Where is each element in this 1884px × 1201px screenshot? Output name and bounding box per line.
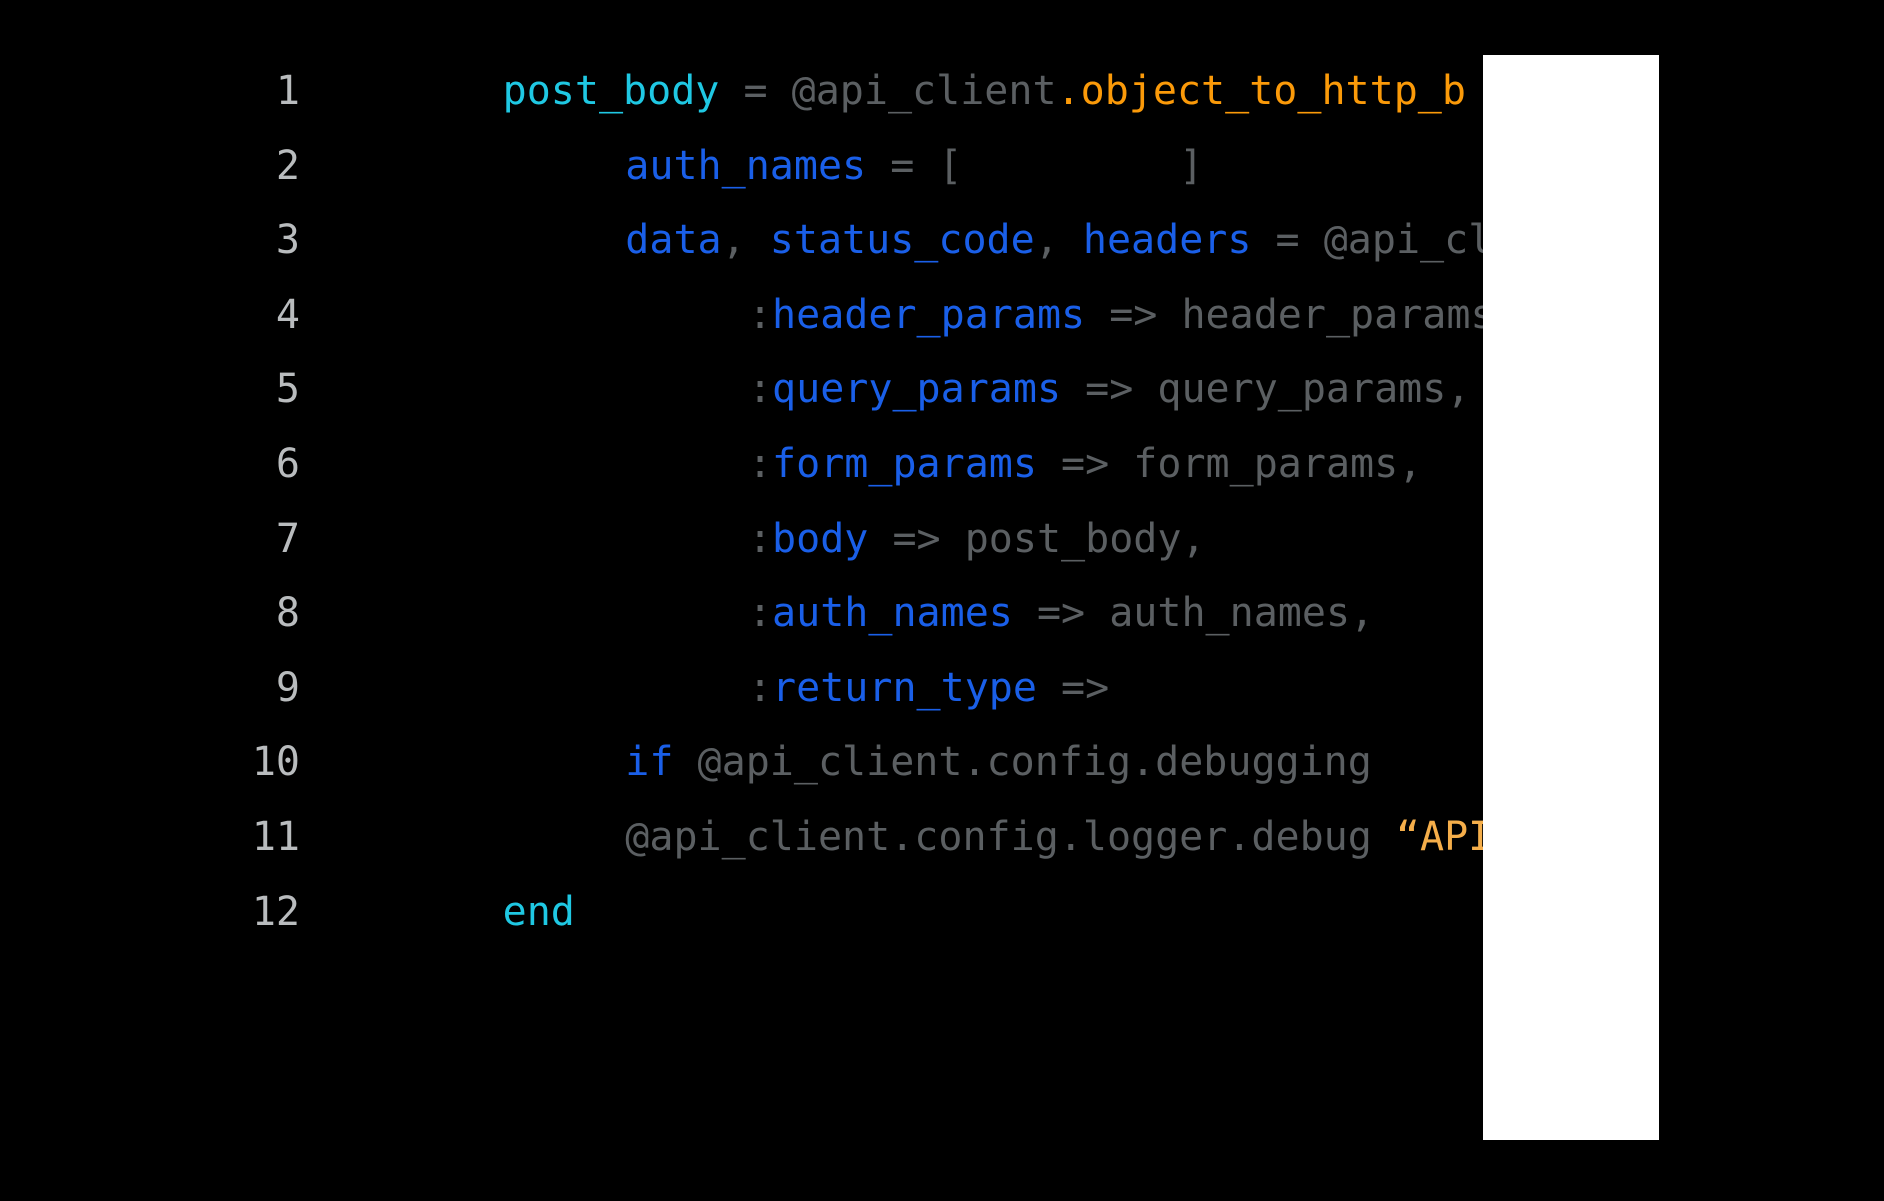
code-token-punct: : [747,664,773,711]
code-line-text: :header_params => header_params, [748,270,1519,360]
code-token-punct: , [1034,217,1083,264]
code-line-text: end [503,867,575,957]
code-token-plain: query_params, [1157,366,1471,413]
code-token-punct: : [747,366,773,413]
code-token-plain: @api_client.config.debugging [673,739,1372,786]
code-token-blue: auth_names [772,590,1013,637]
code-token-plain: header_params, [1181,291,1519,338]
code-line[interactable]: 1 post_body = @api_client.object_to_http_… [0,46,1884,136]
code-line[interactable]: 12 end [0,867,1884,957]
code-token-plain: auth_names, [1109,590,1375,637]
code-token-punct: : [747,515,773,562]
code-token-plain: => [1012,590,1110,637]
code-token-plain: => [1085,291,1182,338]
code-line-text: :return_type => 'CheckEntityChec [748,643,1519,733]
line-number: 4 [275,291,300,338]
code-token-cyan: post_body [502,68,720,114]
line-number: 11 [251,814,300,860]
line-number: 5 [275,366,300,413]
code-token-punct: : [747,590,773,637]
code-token-string: 'api_key' [962,142,1180,189]
code-line[interactable]: 7:body => post_body, [0,494,1884,584]
code-token-plain: = [719,68,792,114]
code-token-plain: form_params, [1133,441,1423,487]
code-line[interactable]: 2 auth_names = ['api_key'] [0,121,1884,211]
code-line-text: :query_params => query_params, [748,344,1470,434]
code-token-orange: .object_to_http_b [1056,68,1466,114]
code-token-amber: “API [1395,814,1493,860]
code-token-blue: if [625,739,674,786]
code-token-blue: auth_names [625,142,867,189]
code-line-text: :body => post_body, [748,494,1206,584]
code-line[interactable]: 6:form_params => form_params, [0,419,1884,509]
code-line[interactable]: 10 if @api_client.config.debugging [0,717,1884,807]
code-token-plain: post_body, [964,515,1206,562]
code-token-plain: = [1251,217,1324,264]
code-token-punct: [ [938,142,963,189]
line-number: 10 [251,739,300,786]
code-token-punct: : [747,441,773,487]
line-number: 9 [275,664,300,711]
code-token-plain: = [866,142,939,189]
code-line-text: :form_params => form_params, [748,419,1422,509]
line-number: 6 [275,441,300,487]
code-token-punct: : [747,291,773,338]
code-line[interactable]: 9:return_type => 'CheckEntityChec [0,643,1884,733]
line-number: 1 [275,68,300,114]
code-token-cyan: end [502,888,575,935]
code-token-blue: return_type [772,664,1037,711]
code-line[interactable]: 4:header_params => header_params, [0,270,1884,360]
code-line[interactable]: 3 data, status_code, headers = @api_cl [0,195,1884,285]
line-number: 7 [275,515,300,562]
code-token-blue: form_params [772,441,1037,487]
code-line[interactable]: 8:auth_names => auth_names, [0,568,1884,658]
code-line[interactable]: 5:query_params => query_params, [0,344,1884,434]
code-token-plain: @api_cl [1323,217,1493,264]
line-number: 3 [275,217,300,264]
code-token-blue: body [772,515,869,562]
code-token-plain: => [1036,441,1134,487]
code-token-plain: => [1036,664,1134,711]
code-line[interactable]: 11 @api_client.config.logger.debug “API [0,792,1884,882]
code-token-plain: @api_client.config.logger.debug [625,814,1396,860]
code-token-blue: query_params [772,366,1062,413]
code-token-blue: data [625,217,722,264]
code-token-punct: ] [1179,142,1204,189]
code-line-text: auth_names = ['api_key'] [625,121,1203,211]
code-token-blue: headers [1082,217,1252,264]
code-line-text: @api_client.config.logger.debug “API [625,792,1492,882]
code-token-punct: , [721,217,770,264]
line-number: 12 [251,888,300,935]
line-number: 2 [275,142,300,189]
code-token-plain: @api_client [791,68,1057,114]
code-line-text: post_body = @api_client.object_to_http_b [503,46,1466,136]
code-token-plain: => [868,515,965,562]
code-token-plain: => [1061,366,1158,413]
code-line-text: data, status_code, headers = @api_cl [625,195,1492,285]
code-token-string: 'CheckEntityChec [1133,664,1519,711]
code-token-blue: status_code [769,217,1035,264]
code-line-text: if @api_client.config.debugging [625,717,1372,807]
line-number: 8 [275,590,300,637]
code-line-text: :auth_names => auth_names, [748,568,1374,658]
code-token-blue: header_params [772,291,1086,338]
